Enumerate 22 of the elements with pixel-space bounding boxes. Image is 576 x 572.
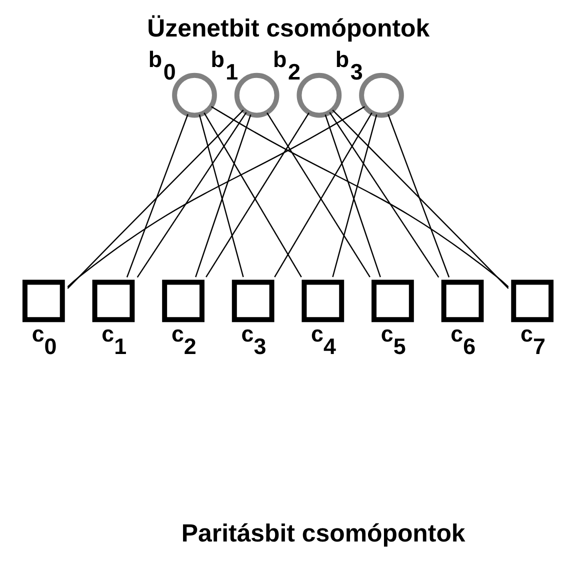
label: Paritásbit csomópontok	[181, 520, 466, 548]
connector	[136, 112, 247, 278]
connector	[324, 114, 381, 278]
node-box	[92, 280, 135, 322]
node-box	[162, 280, 204, 322]
connector	[198, 114, 244, 278]
node-box	[441, 280, 484, 322]
connector	[195, 114, 252, 278]
node-box	[232, 280, 274, 322]
connector	[67, 110, 244, 289]
diagram-title: Üzenetbit csomópontok	[147, 14, 430, 43]
connector	[126, 114, 188, 278]
connector	[332, 114, 378, 278]
connector	[388, 114, 450, 278]
connector	[332, 110, 509, 289]
node-box	[22, 280, 65, 322]
node-box	[372, 280, 414, 322]
connector	[211, 106, 509, 288]
connector	[329, 112, 440, 278]
node-box	[511, 280, 554, 322]
connector	[67, 106, 365, 288]
node-box	[302, 280, 344, 322]
